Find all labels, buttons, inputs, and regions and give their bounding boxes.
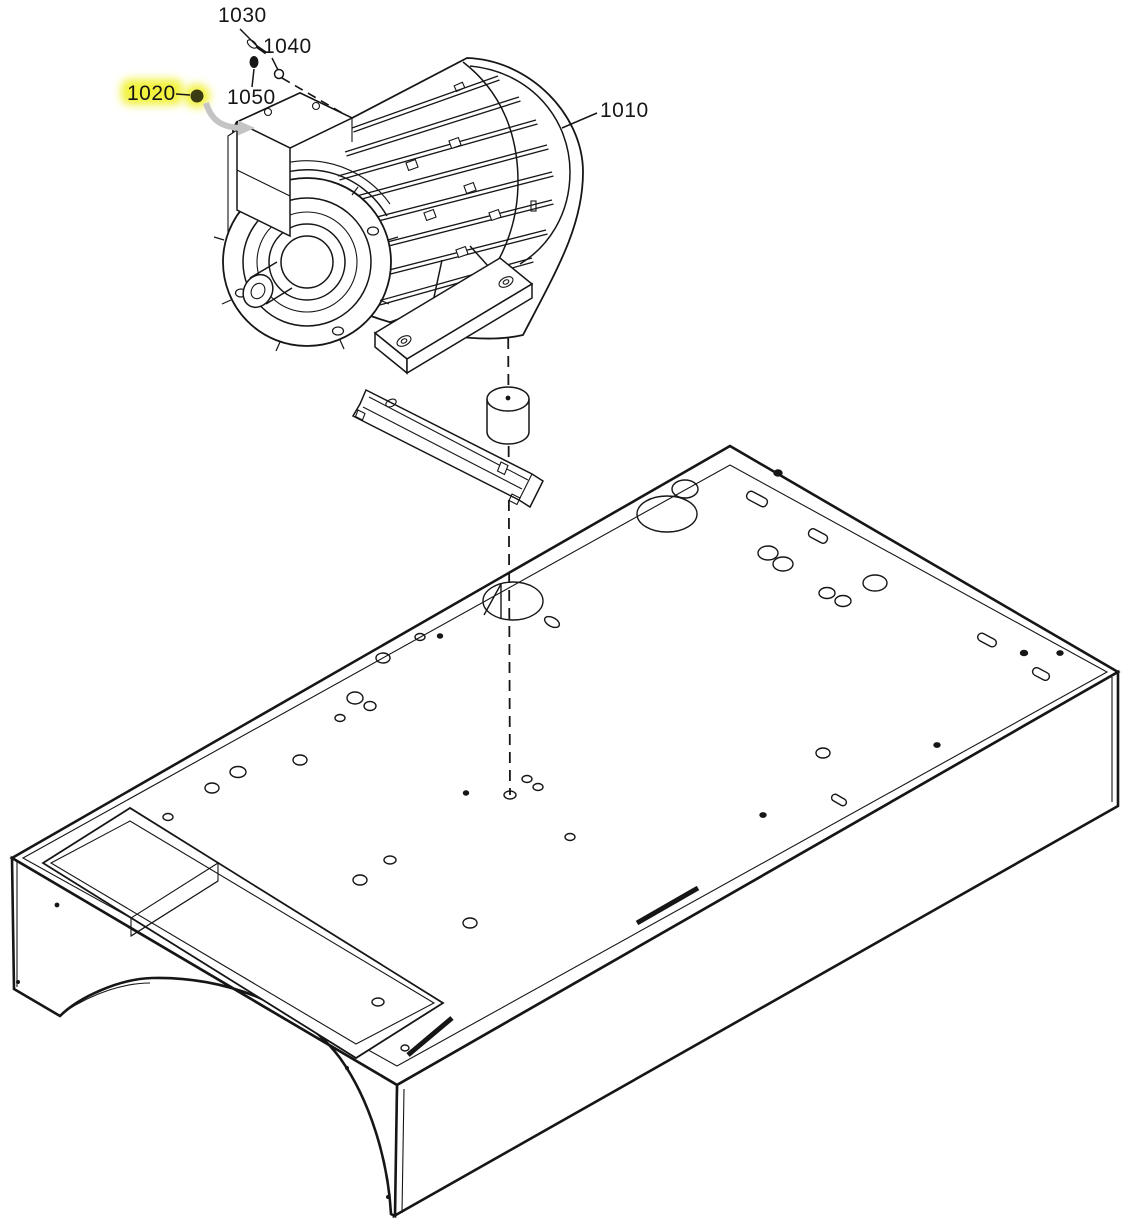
fin-clips [405, 136, 502, 259]
motor-fins [333, 75, 554, 323]
machine-base-drawing [9, 444, 1121, 1219]
highlight-glow [121, 79, 183, 105]
mounting-rail-drawing [351, 388, 544, 509]
callout-label-1020[interactable]: 1020 [127, 82, 176, 105]
callout-1050[interactable]: 1050 [227, 68, 276, 109]
callout-1010[interactable]: 1010 [561, 99, 649, 129]
motor-drawing [213, 57, 584, 375]
ball-plug-icon[interactable] [184, 84, 210, 108]
callout-1030[interactable]: 1030 [218, 4, 267, 47]
spacer-drawing [486, 386, 530, 445]
callout-1040[interactable]: 1040 [263, 35, 312, 71]
callout-label-1030[interactable]: 1030 [218, 4, 267, 27]
callout-label-1050[interactable]: 1050 [227, 86, 276, 109]
screw-icon [246, 39, 267, 55]
base-top-opening [41, 806, 445, 1060]
pin-icon [249, 56, 259, 68]
base-holes [162, 469, 1064, 1052]
assembly-axis-dashed-line [507, 283, 511, 796]
direction-arrow-icon [203, 102, 255, 136]
terminal-box [235, 92, 354, 238]
callout-label-1010[interactable]: 1010 [600, 99, 649, 122]
motor-foot [373, 245, 534, 375]
callout-label-1040[interactable]: 1040 [263, 35, 312, 58]
callout-1020[interactable]: 1020 [121, 79, 191, 105]
washer-icon [273, 68, 285, 80]
